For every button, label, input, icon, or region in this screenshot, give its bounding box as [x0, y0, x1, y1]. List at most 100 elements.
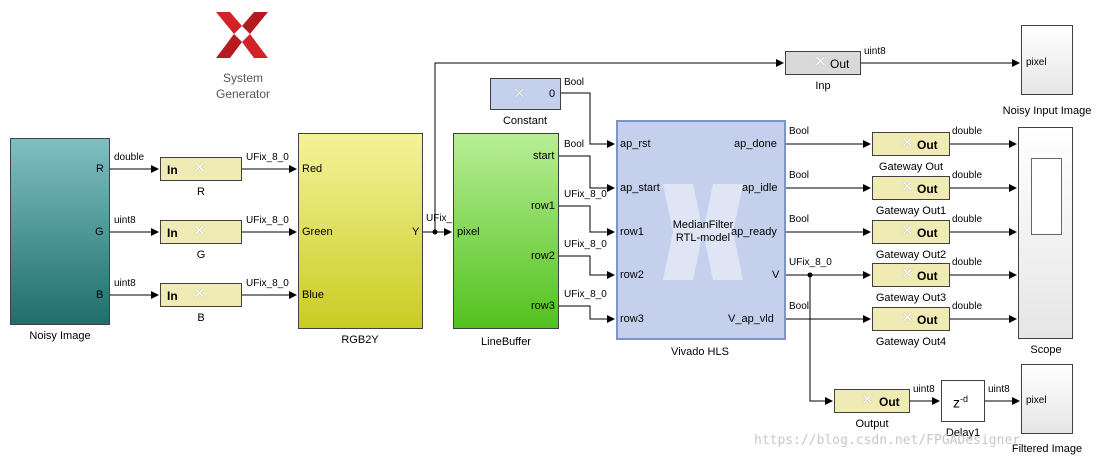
rgb2y-port-red: Red: [302, 163, 323, 175]
filtered-image-block[interactable]: [1021, 364, 1073, 434]
inp-block[interactable]: ⨉ Out: [785, 51, 861, 75]
gateway-in-b-block[interactable]: In ⨉: [160, 283, 242, 307]
sig-r-double: double: [114, 152, 145, 163]
inp-text: Out: [830, 57, 850, 71]
xilinx-icon: ⨉: [195, 162, 204, 174]
sig-scope3-double: double: [952, 214, 983, 225]
sig-g-uint8: uint8: [114, 215, 136, 226]
branch-dot-y: [432, 229, 438, 235]
line-row2: [559, 255, 615, 279]
sig-vld-bool: Bool: [789, 301, 810, 312]
linebuffer-block[interactable]: [453, 133, 559, 329]
line-row1: [559, 205, 615, 236]
sig-done-bool: Bool: [789, 126, 810, 137]
delay1-label: Delay1: [945, 427, 981, 439]
sig-row2-ufix: UFix_8_0: [564, 239, 607, 250]
system-generator-logo: [212, 6, 272, 60]
sig-blue-ufix: UFix_8_0: [246, 278, 289, 289]
rgb2y-label: RGB2Y: [341, 334, 379, 346]
scope-screen: [1031, 158, 1062, 235]
sig-row1-ufix: UFix_8_0: [564, 189, 607, 200]
constant-block[interactable]: ⨉ 0: [490, 78, 561, 110]
hls-port-row3: row3: [620, 313, 644, 325]
rgb2y-port-green: Green: [302, 226, 333, 238]
gateway-out2-block[interactable]: ⨉ Out: [872, 220, 950, 244]
constant-value: 0: [549, 88, 556, 100]
hls-port-ap-rst: ap_rst: [620, 138, 651, 150]
sig-green-ufix: UFix_8_0: [246, 215, 289, 226]
gateway-out-text: Out: [917, 313, 938, 327]
gateway-in-text: In: [167, 289, 178, 303]
xilinx-icon: ⨉: [195, 288, 204, 300]
gateway-out-text: Out: [917, 226, 938, 240]
gateway-in-r-block[interactable]: In ⨉: [160, 157, 242, 181]
rgb2y-block[interactable]: [298, 133, 423, 329]
output-block[interactable]: ⨉ Out: [834, 389, 910, 413]
gateway-out1-block[interactable]: ⨉ Out: [872, 176, 950, 200]
sig-row3-ufix: UFix_8_0: [564, 289, 607, 300]
line-v-to-output: [809, 275, 833, 405]
line-y-to-inp: [434, 59, 784, 232]
sig-y-ufix: UFix_: [426, 213, 453, 224]
noisy-input-image-label: Noisy Input Image: [1002, 105, 1092, 117]
hls-port-row2: row2: [620, 269, 644, 281]
xilinx-icon: ⨉: [903, 268, 912, 280]
scope-block[interactable]: [1018, 127, 1073, 339]
linebuffer-port-pixel: pixel: [457, 226, 480, 238]
sig-scope1-double: double: [952, 126, 983, 137]
hls-port-ap-done: ap_done: [734, 138, 777, 150]
constant-label: Constant: [502, 115, 548, 127]
gateway-in-r-label: R: [197, 186, 205, 198]
noisy-image-block[interactable]: [10, 138, 110, 325]
xilinx-logo-icon: [216, 12, 268, 58]
gateway-out1-label: Gateway Out1: [875, 205, 947, 217]
line-row3: [559, 305, 615, 323]
filtered-image-label: Filtered Image: [1011, 443, 1083, 455]
noisy-port-r: R: [96, 163, 104, 175]
noisy-input-image-block[interactable]: [1021, 25, 1073, 95]
hls-port-v-ap-vld: V_ap_vld: [728, 313, 774, 325]
sig-output-uint8: uint8: [913, 384, 935, 395]
xilinx-icon: ⨉: [903, 312, 912, 324]
vivado-hls-block[interactable]: [616, 120, 786, 340]
sig-scope4-double: double: [952, 257, 983, 268]
sig-v-ufix: UFix_8_0: [789, 257, 832, 268]
linebuffer-port-row1: row1: [531, 200, 555, 212]
gateway-in-g-block[interactable]: In ⨉: [160, 220, 242, 244]
sig-scope2-double: double: [952, 170, 983, 181]
gateway-out4-label: Gateway Out4: [875, 336, 947, 348]
hls-port-ap-ready: ap_ready: [731, 226, 777, 238]
xilinx-icon: ⨉: [903, 181, 912, 193]
gateway-in-text: In: [167, 163, 178, 177]
hls-port-row1: row1: [620, 226, 644, 238]
logo-text-line1: System: [222, 71, 264, 85]
gateway-out4-block[interactable]: ⨉ Out: [872, 307, 950, 331]
gateway-out-text: Out: [917, 182, 938, 196]
delay-expression: z-d: [953, 394, 969, 411]
watermark-text: https://blog.csdn.net/FPGADesigner: [754, 433, 1021, 448]
gateway-out-block[interactable]: ⨉ Out: [872, 132, 950, 156]
gateway-in-text: In: [167, 226, 178, 240]
hls-title-line2: RTL-model: [675, 232, 731, 244]
gateway-out3-label: Gateway Out3: [875, 292, 947, 304]
gateway-out2-label: Gateway Out2: [875, 249, 947, 261]
sig-ready-bool: Bool: [789, 214, 810, 225]
vivado-hls-label: Vivado HLS: [671, 346, 729, 358]
delay1-block[interactable]: z-d: [941, 380, 985, 422]
gateway-out-text: Out: [917, 138, 938, 152]
sig-b-uint8: uint8: [114, 278, 136, 289]
linebuffer-label: LineBuffer: [481, 336, 531, 348]
gateway-out3-block[interactable]: ⨉ Out: [872, 263, 950, 287]
xilinx-icon: ⨉: [903, 137, 912, 149]
inp-label: Inp: [815, 80, 831, 92]
output-text: Out: [879, 395, 900, 409]
noisy-port-b: B: [96, 289, 104, 301]
xilinx-icon: ⨉: [195, 225, 204, 237]
sig-scope5-double: double: [952, 301, 983, 312]
noisy-image-label: Noisy Image: [29, 330, 91, 342]
rgb2y-port-y: Y: [412, 226, 420, 238]
hls-port-ap-idle: ap_idle: [742, 182, 778, 194]
gateway-in-b-label: B: [197, 312, 205, 324]
